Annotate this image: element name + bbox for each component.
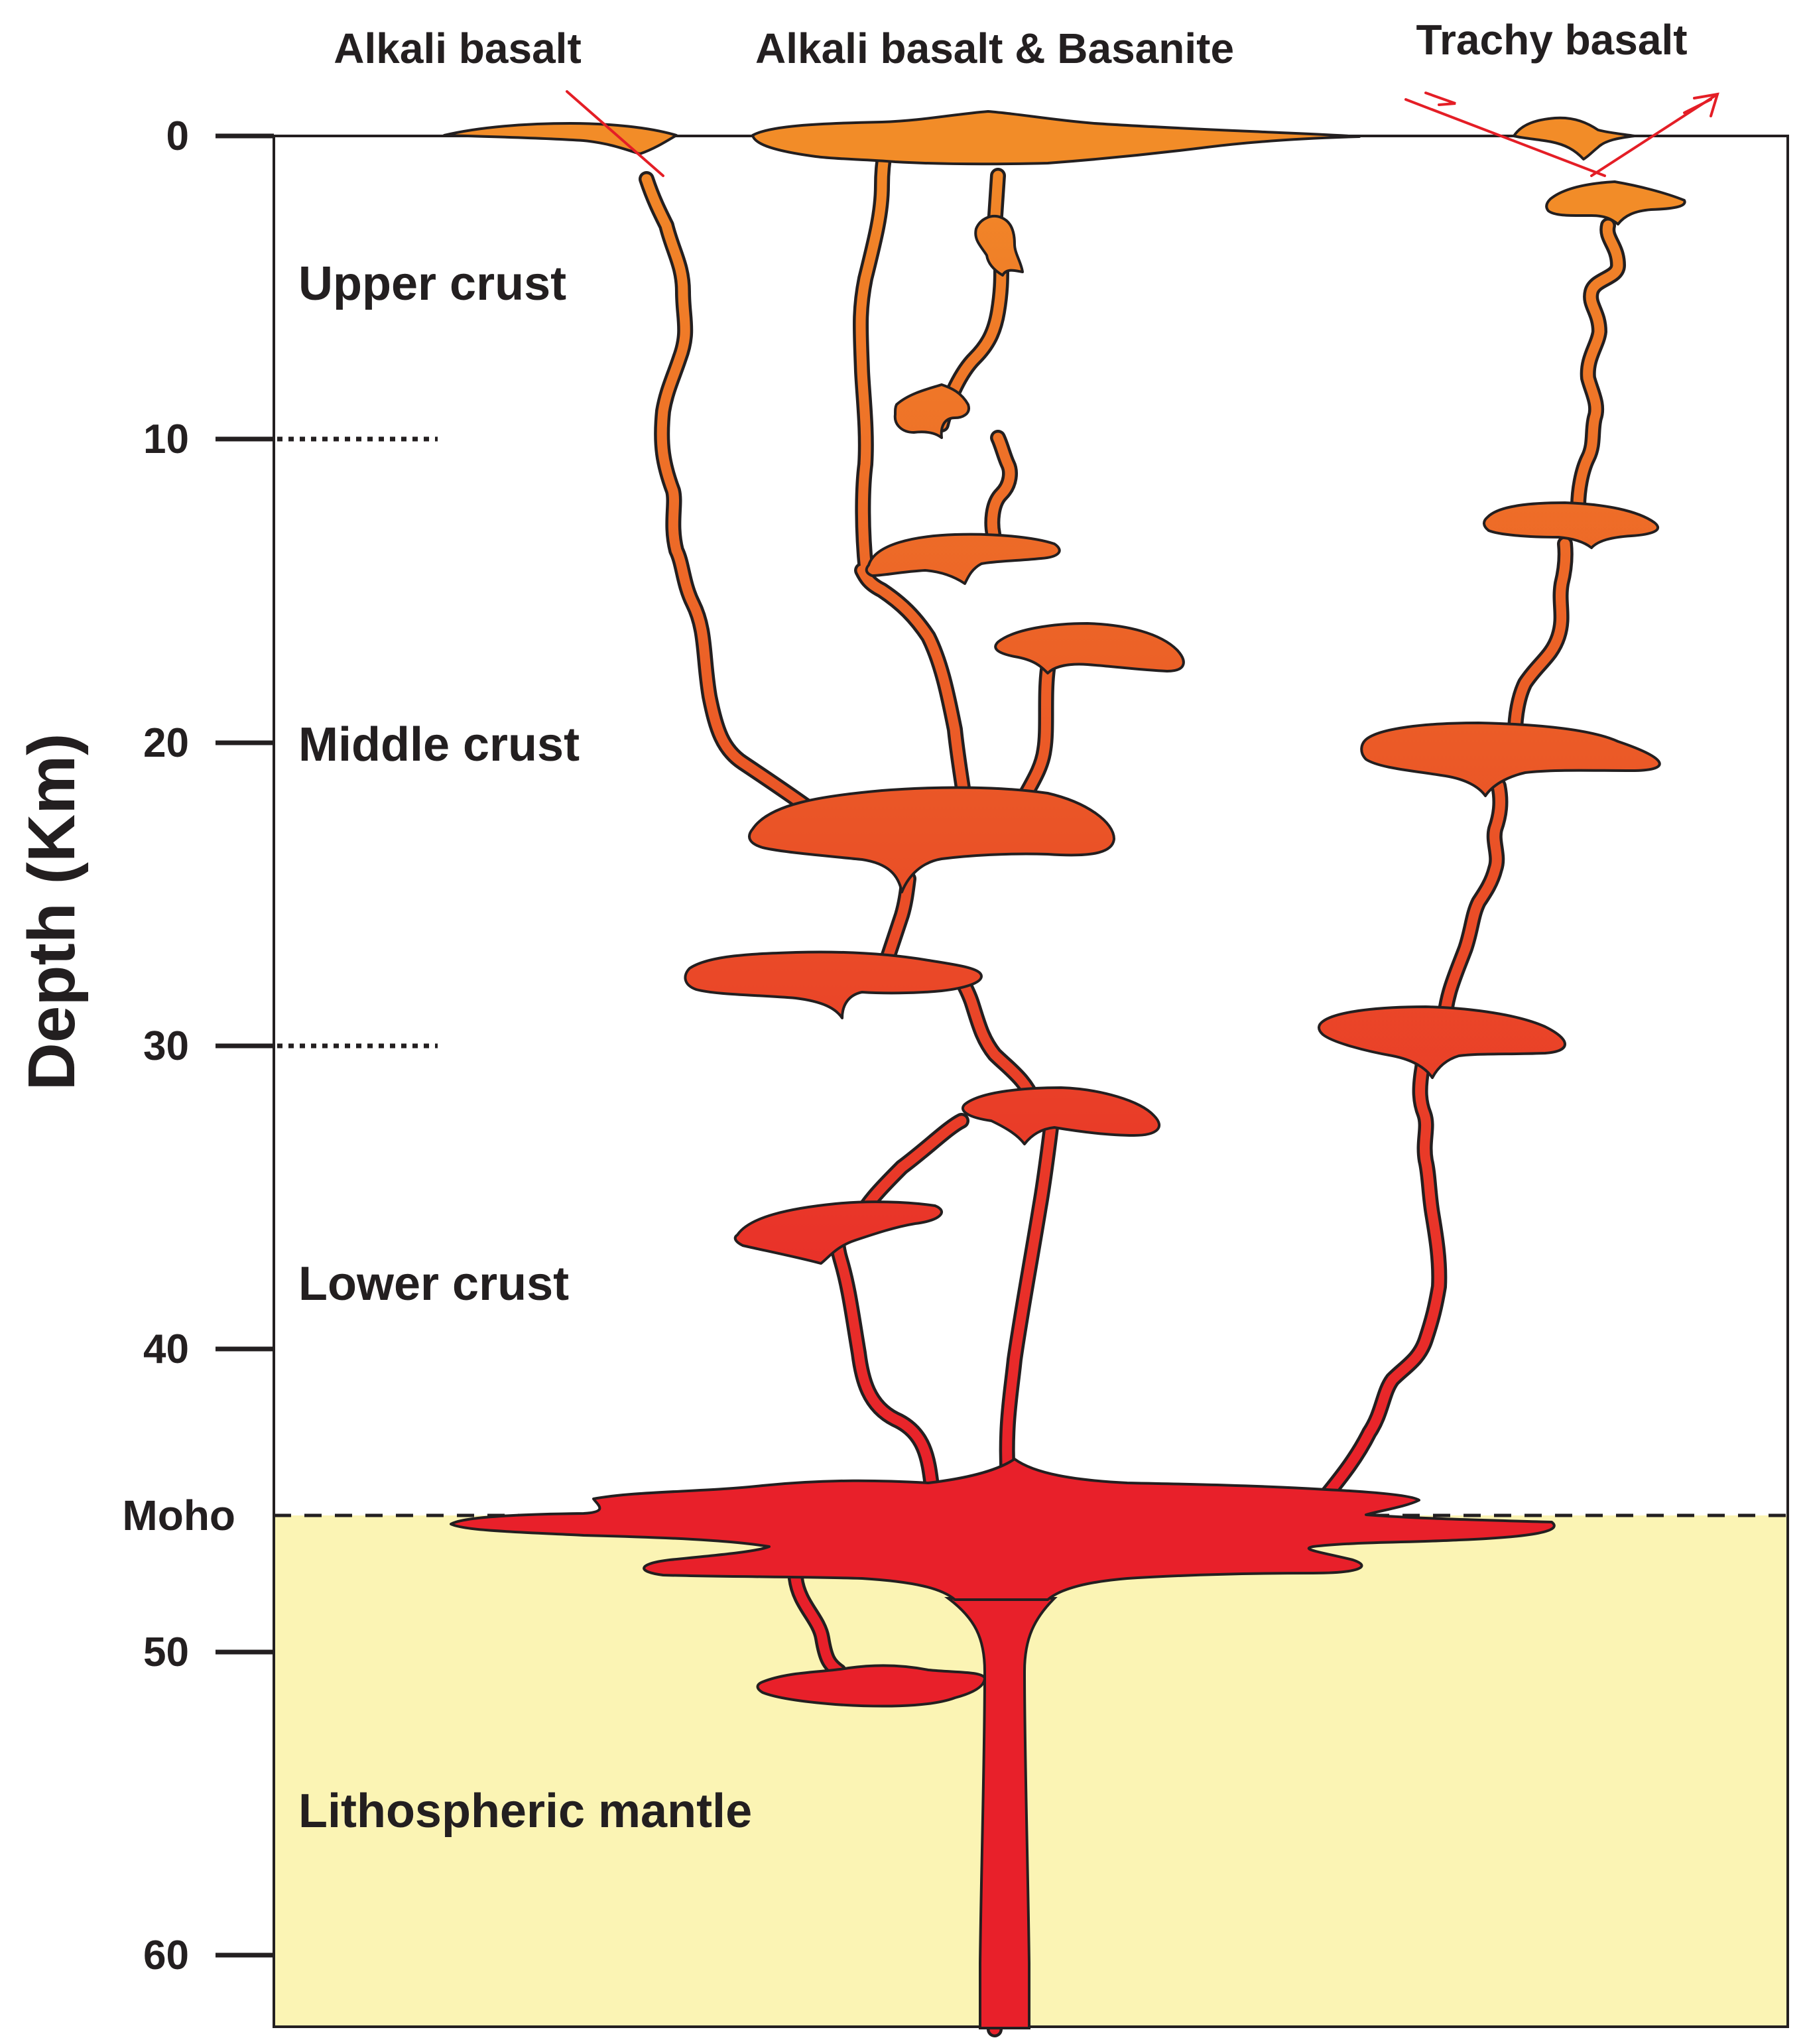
faults bbox=[566, 90, 1719, 177]
sill-32km bbox=[962, 1086, 1160, 1145]
fault-arrow-right-shaft bbox=[1683, 98, 1712, 114]
zone-label-lower-crust: Lower crust bbox=[298, 1257, 569, 1310]
fault-arrow-right-icon bbox=[1693, 92, 1719, 117]
trachy-sills bbox=[1318, 501, 1661, 1079]
sill-28km bbox=[684, 950, 983, 1019]
zone-label-lithospheric-mantle: Lithospheric mantle bbox=[298, 1785, 752, 1838]
tick-label-20: 20 bbox=[143, 720, 189, 766]
main-feeder-stem bbox=[944, 1597, 1058, 2029]
tick-label-50: 50 bbox=[143, 1629, 189, 1675]
fault-left bbox=[566, 90, 664, 177]
flow-alkali-basalt bbox=[443, 122, 678, 155]
y-axis-title: Depth (Km) bbox=[15, 734, 89, 1091]
tick-label-40: 40 bbox=[143, 1326, 189, 1372]
tick-label-10: 10 bbox=[143, 416, 189, 462]
flow-trachy-basalt bbox=[1513, 116, 1636, 160]
sill-17km bbox=[994, 622, 1185, 674]
tick-label-60: 60 bbox=[143, 1933, 189, 1978]
label-alkali-basalt: Alkali basalt bbox=[334, 25, 582, 72]
trachy-sill-29km bbox=[1318, 1005, 1566, 1079]
fault-right-1 bbox=[1404, 98, 1606, 177]
magma-pocket-9km bbox=[893, 383, 970, 439]
tick-label-30: 30 bbox=[143, 1023, 189, 1069]
tick-label-0: 0 bbox=[166, 113, 189, 159]
sill-14km bbox=[865, 533, 1061, 585]
crustal-sills bbox=[684, 215, 1185, 1265]
label-alkali-basalt-basanite: Alkali basalt & Basanite bbox=[755, 25, 1234, 72]
mantle-branch bbox=[788, 1570, 847, 1679]
trachy-sill-12km bbox=[1483, 501, 1660, 549]
sill-trachy-shallow bbox=[1545, 180, 1686, 225]
label-trachy-basalt: Trachy basalt bbox=[1416, 16, 1687, 64]
zone-label-middle-crust: Middle crust bbox=[298, 718, 580, 771]
surface-flows bbox=[443, 110, 1686, 225]
mantle-sill-50km bbox=[756, 1664, 987, 1708]
fault-arrow-left-icon bbox=[1424, 92, 1456, 106]
sill-lower-left bbox=[733, 1200, 943, 1265]
moho-label: Moho bbox=[122, 1492, 235, 1539]
flow-alkali-basanite bbox=[751, 110, 1361, 166]
trachy-sill-20km bbox=[1360, 722, 1661, 797]
depth-tick-labels: 0 10 20 30 40 50 60 Moho bbox=[122, 113, 235, 1978]
magma-pocket-4km bbox=[974, 215, 1024, 277]
depth-axis-ticks bbox=[216, 133, 274, 1958]
zone-label-upper-crust: Upper crust bbox=[298, 257, 566, 310]
moho-reservoir bbox=[450, 1458, 1556, 1601]
sill-22km bbox=[748, 786, 1115, 893]
